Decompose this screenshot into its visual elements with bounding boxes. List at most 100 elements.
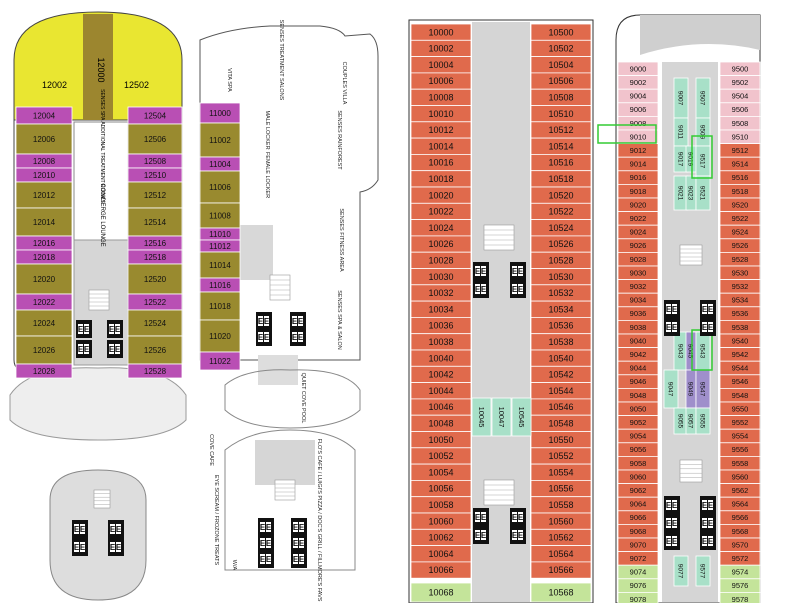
cabin-12514[interactable]: 12514 [127, 207, 183, 237]
cabin-9058[interactable]: 9058 [617, 455, 659, 471]
cabin-9028[interactable]: 9028 [617, 251, 659, 267]
cabin-9514[interactable]: 9514 [719, 156, 761, 172]
cabin-12002[interactable]: 12002 [42, 80, 67, 90]
cabin-9532[interactable]: 9532 [719, 279, 761, 294]
cabin-12510[interactable]: 12510 [127, 167, 183, 183]
cabin-10528[interactable]: 10528 [530, 251, 592, 269]
cabin-9072[interactable]: 9072 [617, 551, 659, 566]
cabin-10054[interactable]: 10054 [410, 463, 472, 481]
cabin-10042[interactable]: 10042 [410, 365, 472, 383]
cabin-10566[interactable]: 10566 [530, 561, 592, 579]
cabin-10552[interactable]: 10552 [530, 447, 592, 465]
cabin-9016[interactable]: 9016 [617, 170, 659, 185]
cabin-10064[interactable]: 10064 [410, 545, 472, 563]
cabin-9000[interactable]: 9000 [617, 61, 659, 77]
cabin-9011[interactable]: 9011 [673, 117, 689, 147]
cabin-9004[interactable]: 9004 [617, 88, 659, 104]
cabin-12518[interactable]: 12518 [127, 249, 183, 265]
cabin-9556[interactable]: 9556 [719, 442, 761, 457]
cabin-10034[interactable]: 10034 [410, 300, 472, 318]
cabin-9555[interactable]: 9555 [695, 407, 711, 435]
cabin-10020[interactable]: 10020 [410, 186, 472, 204]
cabin-9021[interactable]: 9021 [673, 175, 689, 211]
cabin-12012[interactable]: 12012 [15, 181, 73, 209]
cabin-9078[interactable]: 9078 [617, 592, 659, 603]
cabin-12010[interactable]: 12010 [15, 167, 73, 183]
cabin-9036[interactable]: 9036 [617, 306, 659, 321]
cabin-12506[interactable]: 12506 [127, 123, 183, 155]
cabin-10556[interactable]: 10556 [530, 479, 592, 498]
cabin-9064[interactable]: 9064 [617, 496, 659, 512]
cabin-12520[interactable]: 12520 [127, 263, 183, 295]
cabin-10545[interactable]: 10545 [511, 397, 532, 437]
cabin-9077[interactable]: 9077 [673, 555, 689, 587]
cabin-9544[interactable]: 9544 [719, 360, 761, 376]
cabin-9042[interactable]: 9042 [617, 347, 659, 362]
cabin-9054[interactable]: 9054 [617, 428, 659, 444]
cabin-12004[interactable]: 12004 [15, 106, 73, 125]
cabin-9520[interactable]: 9520 [719, 197, 761, 213]
cabin-9530[interactable]: 9530 [719, 265, 761, 281]
cabin-9568[interactable]: 9568 [719, 524, 761, 539]
cabin-10558[interactable]: 10558 [530, 496, 592, 514]
cabin-9560[interactable]: 9560 [719, 469, 761, 485]
cabin-12512[interactable]: 12512 [127, 181, 183, 209]
cabin-10022[interactable]: 10022 [410, 202, 472, 221]
cabin-9043[interactable]: 9043 [673, 331, 689, 371]
cabin-9055[interactable]: 9055 [673, 407, 689, 435]
cabin-9552[interactable]: 9552 [719, 415, 761, 430]
cabin-10018[interactable]: 10018 [410, 170, 472, 188]
cabin-9007[interactable]: 9007 [673, 77, 689, 119]
cabin-12014[interactable]: 12014 [15, 207, 73, 237]
cabin-9546[interactable]: 9546 [719, 374, 761, 389]
cabin-10045[interactable]: 10045 [471, 397, 492, 437]
cabin-10058[interactable]: 10058 [410, 496, 472, 514]
cabin-9040[interactable]: 9040 [617, 333, 659, 349]
cabin-9038[interactable]: 9038 [617, 319, 659, 335]
cabin-9576[interactable]: 9576 [719, 578, 761, 593]
cabin-9526[interactable]: 9526 [719, 238, 761, 253]
cabin-9074[interactable]: 9074 [617, 564, 659, 580]
cabin-10526[interactable]: 10526 [530, 235, 592, 253]
cabin-9547[interactable]: 9547 [695, 369, 711, 409]
cabin-9548[interactable]: 9548 [719, 387, 761, 403]
cabin-10560[interactable]: 10560 [530, 512, 592, 530]
cabin-10068[interactable]: 10068 [410, 582, 472, 603]
cabin-10052[interactable]: 10052 [410, 447, 472, 465]
cabin-9566[interactable]: 9566 [719, 510, 761, 525]
cabin-9068[interactable]: 9068 [617, 524, 659, 539]
cabin-9564[interactable]: 9564 [719, 496, 761, 512]
cabin-10004[interactable]: 10004 [410, 56, 472, 74]
cabin-9504[interactable]: 9504 [719, 88, 761, 104]
cabin-9534[interactable]: 9534 [719, 292, 761, 308]
cabin-9024[interactable]: 9024 [617, 224, 659, 240]
cabin-10050[interactable]: 10050 [410, 431, 472, 449]
cabin-12008[interactable]: 12008 [15, 153, 73, 169]
cabin-10012[interactable]: 10012 [410, 121, 472, 139]
cabin-12524[interactable]: 12524 [127, 309, 183, 337]
cabin-9062[interactable]: 9062 [617, 483, 659, 498]
cabin-9570[interactable]: 9570 [719, 537, 761, 553]
cabin-11008[interactable]: 11008 [199, 202, 241, 229]
cabin-9506[interactable]: 9506 [719, 102, 761, 117]
cabin-9577[interactable]: 9577 [695, 555, 711, 587]
cabin-11022[interactable]: 11022 [199, 351, 241, 371]
cabin-9060[interactable]: 9060 [617, 469, 659, 485]
cabin-9070[interactable]: 9070 [617, 537, 659, 553]
cabin-9562[interactable]: 9562 [719, 483, 761, 498]
cabin-9056[interactable]: 9056 [617, 442, 659, 457]
cabin-10538[interactable]: 10538 [530, 333, 592, 351]
cabin-10540[interactable]: 10540 [530, 349, 592, 367]
cabin-12516[interactable]: 12516 [127, 235, 183, 251]
cabin-10548[interactable]: 10548 [530, 414, 592, 432]
cabin-9008[interactable]: 9008 [617, 116, 659, 131]
cabin-12502[interactable]: 12502 [124, 80, 149, 90]
cabin-10024[interactable]: 10024 [410, 219, 472, 237]
cabin-9528[interactable]: 9528 [719, 251, 761, 267]
cabin-10000[interactable]: 10000 [410, 23, 472, 41]
cabin-12526[interactable]: 12526 [127, 335, 183, 365]
cabin-12020[interactable]: 12020 [15, 263, 73, 295]
cabin-9550[interactable]: 9550 [719, 401, 761, 417]
cabin-10010[interactable]: 10010 [410, 105, 472, 123]
cabin-9572[interactable]: 9572 [719, 551, 761, 566]
